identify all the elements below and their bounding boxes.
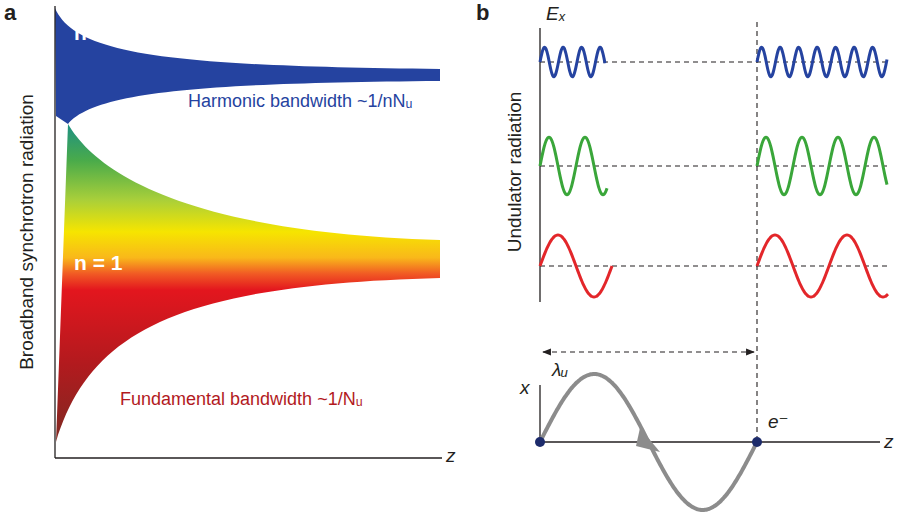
harmonic-band [55, 8, 440, 124]
radiation-wave [757, 47, 887, 76]
period-line [756, 22, 757, 437]
radiation-wave [540, 137, 607, 195]
axis-label: Eₓ [546, 4, 566, 23]
radiation-wave [757, 137, 887, 195]
wave-axis [540, 265, 888, 266]
bandwidth-note: Harmonic bandwidth ~1/nNᵤ [188, 92, 413, 110]
axis [540, 441, 880, 442]
trajectory-arrowhead [636, 428, 660, 452]
electron-dot [752, 437, 762, 447]
axis [539, 385, 540, 442]
panel-letter: b [476, 2, 489, 24]
axis-title: Undulator radiation [505, 92, 524, 253]
harmonic-order: n = 3 [74, 22, 122, 43]
axis-title: Broadband synchrotron radiation [17, 94, 36, 370]
period-arrow [543, 351, 754, 352]
electron-label: e⁻ [768, 412, 789, 431]
axis-label: x [520, 378, 530, 397]
bandwidth-note: Fundamental bandwidth ~1/Nᵤ [120, 390, 363, 408]
panel-letter: a [4, 2, 16, 24]
electron-dot [535, 437, 545, 447]
electron-trajectory [540, 374, 757, 510]
axis [55, 457, 442, 458]
axis-label: z [884, 432, 894, 451]
wave-axis [540, 165, 888, 166]
fundamental-band [56, 124, 440, 442]
wave-axis [540, 61, 888, 62]
radiation-wave [540, 47, 605, 76]
harmonic-order: n = 1 [74, 252, 122, 273]
axis-label: z [446, 446, 456, 465]
period-label: λᵤ [552, 360, 568, 379]
radiation-wave [757, 235, 888, 297]
radiation-wave [540, 235, 612, 297]
axis [54, 6, 55, 458]
